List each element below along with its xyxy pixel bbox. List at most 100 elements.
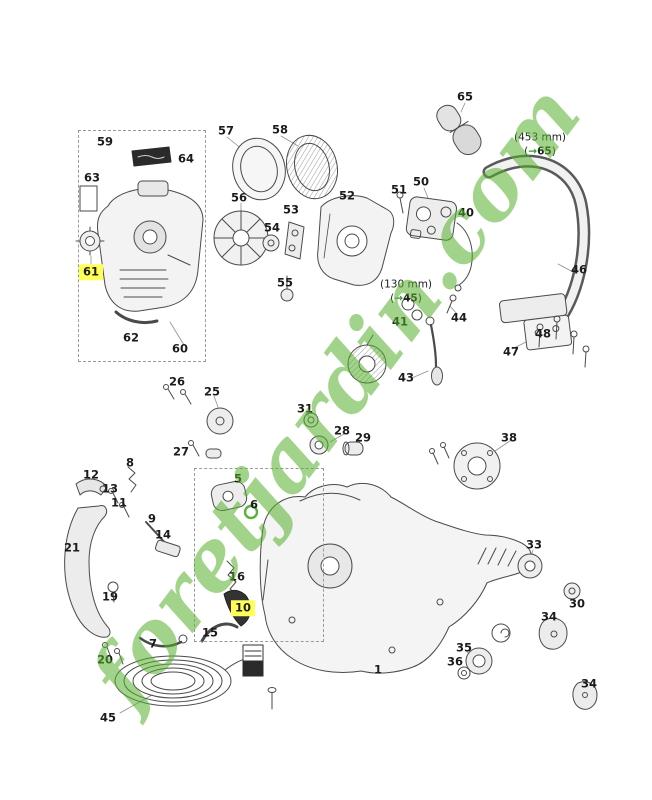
part-13-screw <box>108 488 119 504</box>
part-label-45: 45 <box>99 710 117 725</box>
part-label-51: 51 <box>390 182 408 197</box>
part-label-30: 30 <box>568 596 586 611</box>
part-spring-spiral <box>491 623 511 643</box>
part-38-flange <box>429 442 501 490</box>
part-safety-decal <box>242 644 264 677</box>
part-60-engine-assembly <box>97 180 204 312</box>
part-label-63: 63 <box>83 170 101 185</box>
part-63-plate <box>79 185 98 212</box>
part-oil-pump <box>347 334 387 384</box>
part-label-36: 36 <box>446 654 464 669</box>
part-label-52: 52 <box>338 188 356 203</box>
part-61-annular-buffer <box>75 226 105 256</box>
annotation-length-text: (453 mm) <box>513 131 567 144</box>
part-47-48-screws <box>536 315 590 368</box>
part-label-38: 38 <box>500 430 518 445</box>
annotation-45: (130 mm)(→45) <box>380 278 432 305</box>
part-label-34: 34 <box>540 609 558 624</box>
part-14-bracket <box>155 539 181 558</box>
group-box-pump <box>194 468 324 642</box>
part-label-57: 57 <box>217 123 235 138</box>
part-40-throttle-rod <box>454 222 473 292</box>
part-label-33: 33 <box>525 537 543 552</box>
part-label-58: 58 <box>271 122 289 137</box>
part-label-19: 19 <box>101 589 119 604</box>
part-label-6: 6 <box>249 497 259 512</box>
part-27-screw <box>188 440 222 459</box>
part-26-screws <box>163 384 192 405</box>
part-label-10: 10 <box>230 600 256 616</box>
part-label-8: 8 <box>125 455 135 470</box>
part-label-53: 53 <box>282 202 300 217</box>
part-44-screw <box>446 294 457 314</box>
part-57-air-filter <box>232 137 286 201</box>
part-34-flap-lower <box>572 681 598 710</box>
part-46-tubular-handle <box>482 154 591 351</box>
part-33-grommet <box>517 553 543 579</box>
group-box-engine <box>78 130 206 362</box>
part-label-55: 55 <box>276 275 294 290</box>
part-34-flap-upper <box>538 617 568 650</box>
part-label-47: 47 <box>502 344 520 359</box>
annotation-arrow-line: (→65) <box>524 145 556 157</box>
part-label-1: 1 <box>373 662 383 677</box>
part-62-gasket <box>114 310 159 325</box>
part-label-60: 60 <box>171 341 189 356</box>
part-31-bushing <box>303 412 319 428</box>
part-21-brake-handle <box>64 505 111 638</box>
part-label-29: 29 <box>354 430 372 445</box>
part-12-lever <box>75 478 108 496</box>
right-arrow-icon: → <box>528 145 538 157</box>
part-label-31: 31 <box>296 401 314 416</box>
part-45-starter-rope <box>114 655 247 707</box>
part-5-pump-body <box>210 480 248 512</box>
part-label-20: 20 <box>96 652 114 667</box>
part-label-9: 9 <box>147 511 157 526</box>
part-label-14: 14 <box>154 527 172 542</box>
part-30-bushing <box>563 582 581 600</box>
part-1-crankcase <box>259 482 533 674</box>
annotation-65: (453 mm)(→65) <box>514 131 566 158</box>
part-screw-bottom <box>267 687 277 710</box>
part-52-filter-housing <box>317 195 395 286</box>
part-label-7: 7 <box>148 636 158 651</box>
part-label-27: 27 <box>172 444 190 459</box>
part-64-model-plate <box>131 146 172 167</box>
part-28-grommet <box>309 435 329 455</box>
part-6-oring <box>243 504 259 520</box>
part-label-16: 16 <box>228 569 246 584</box>
part-19-pin <box>107 581 119 603</box>
part-label-61: 61 <box>78 264 104 280</box>
part-label-26: 26 <box>168 374 186 389</box>
part-label-11: 11 <box>110 495 128 510</box>
part-65-fuel-hose <box>436 104 482 156</box>
part-54-sleeve <box>262 234 280 252</box>
part-label-40: 40 <box>457 205 475 220</box>
part-label-35: 35 <box>455 640 473 655</box>
part-label-56: 56 <box>230 190 248 205</box>
part-label-13: 13 <box>101 481 119 496</box>
part-35-buffer <box>465 647 493 675</box>
part-36-ring <box>457 666 471 680</box>
part-label-64: 64 <box>177 151 195 166</box>
part-41-grommets <box>401 297 423 321</box>
part-label-44: 44 <box>450 310 468 325</box>
part-16-spring <box>226 560 239 596</box>
part-51-screw <box>396 191 404 214</box>
part-label-46: 46 <box>570 262 588 277</box>
part-label-28: 28 <box>333 423 351 438</box>
part-8-spring <box>127 466 137 493</box>
part-56-fan-disc <box>213 210 269 266</box>
part-label-12: 12 <box>82 467 100 482</box>
part-11-screw <box>119 502 130 518</box>
part-label-34: 34 <box>580 676 598 691</box>
part-55-valve <box>280 275 294 302</box>
part-label-50: 50 <box>412 174 430 189</box>
annotation-arrow-line: (→45) <box>390 292 422 304</box>
part-label-15: 15 <box>201 625 219 640</box>
part-53-bracket <box>284 221 305 260</box>
part-58-air-filter <box>286 134 338 200</box>
